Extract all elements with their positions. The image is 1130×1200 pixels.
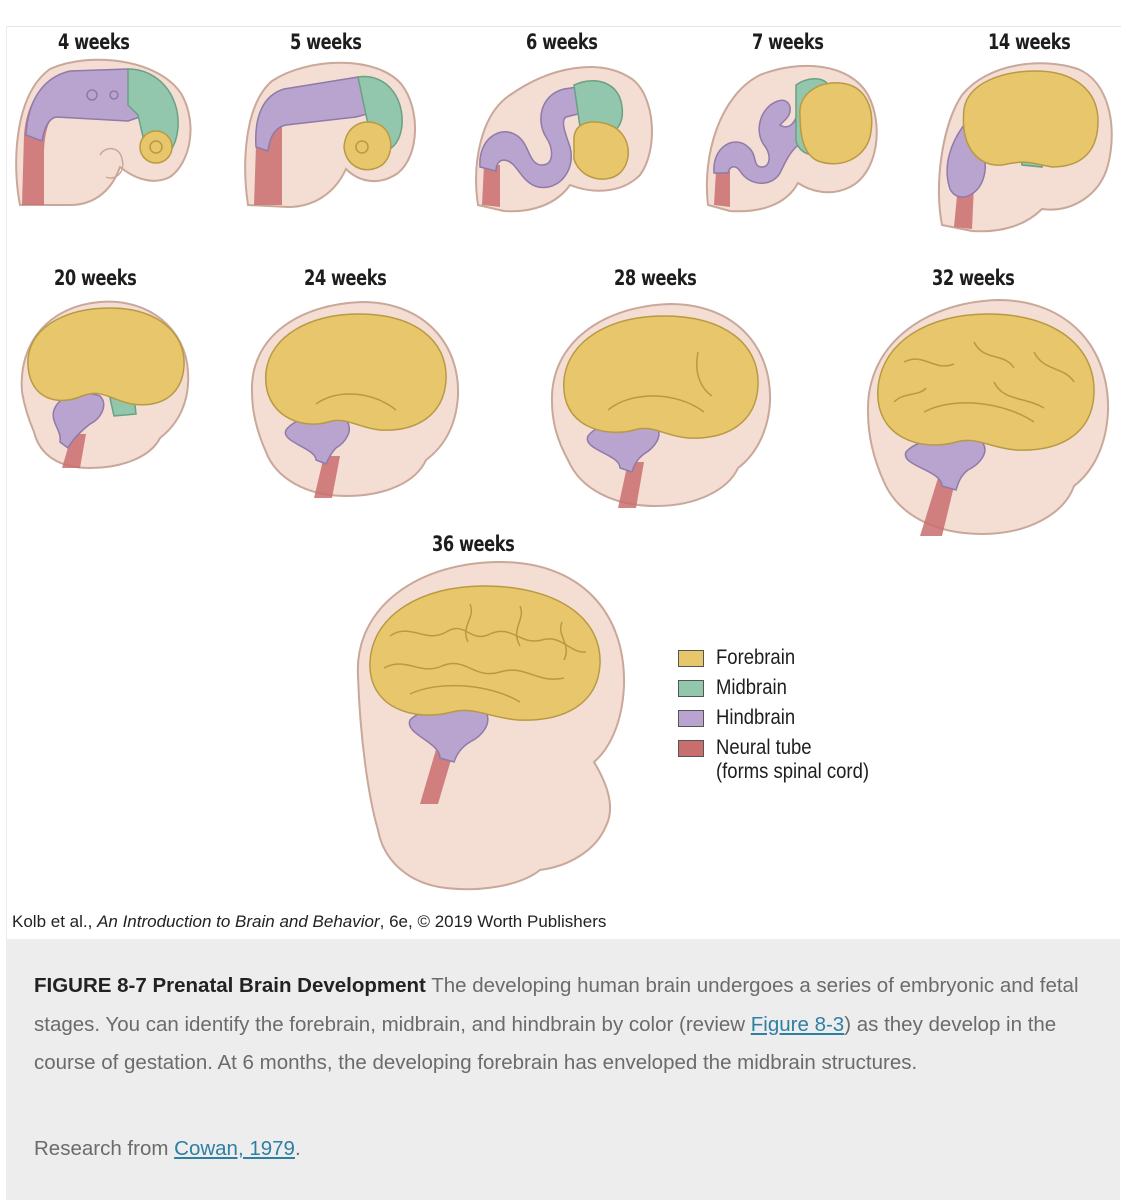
stage-label-4-weeks: 4 weeks xyxy=(58,30,130,54)
legend-label-hindbrain: Hindbrain xyxy=(716,706,796,729)
research-suffix: . xyxy=(294,1137,301,1160)
legend-item-midbrain: Midbrain xyxy=(678,676,890,706)
research-prefix: Research from xyxy=(34,1137,175,1160)
caption-text-1: The developing human brain undergoes a s… xyxy=(34,974,1079,1036)
legend-item-hindbrain: Hindbrain xyxy=(678,706,890,736)
research-source: Research from Cowan, 1979. xyxy=(34,1137,301,1161)
figure-caption: FIGURE 8-7 Prenatal Brain Development Th… xyxy=(34,967,1094,1083)
stage-label-24-weeks: 24 weeks xyxy=(304,266,387,290)
fetus-24-weeks-illustration xyxy=(250,300,460,498)
embryo-7-weeks-illustration xyxy=(705,64,878,213)
color-legend: Forebrain Midbrain Hindbrain Neural tube… xyxy=(678,646,890,796)
stage-label-36-weeks: 36 weeks xyxy=(432,532,515,556)
legend-label-neural-tube: Neural tube xyxy=(716,736,812,759)
figure-title: FIGURE 8-7 Prenatal Brain Development xyxy=(34,974,426,997)
fetus-32-weeks-illustration xyxy=(866,298,1110,536)
caption-text-2: ) as they develop in the course of gesta… xyxy=(34,1012,1057,1075)
fetus-36-weeks-illustration xyxy=(356,560,626,891)
neural-tube-swatch xyxy=(678,740,704,757)
credit-authors: Kolb et al., xyxy=(12,912,98,931)
stage-label-28-weeks: 28 weeks xyxy=(614,266,697,290)
embryo-4-weeks-illustration xyxy=(15,58,192,206)
figure-credit: Kolb et al., An Introduction to Brain an… xyxy=(12,912,606,932)
legend-item-forebrain: Forebrain xyxy=(678,646,890,676)
fetus-20-weeks-illustration xyxy=(20,300,190,470)
legend-item-neural-tube: Neural tube (forms spinal cord) xyxy=(678,736,890,796)
legend-label-forebrain: Forebrain xyxy=(716,646,796,669)
legend-label-midbrain: Midbrain xyxy=(716,676,787,699)
stage-label-20-weeks: 20 weeks xyxy=(54,266,137,290)
figure-8-3-link[interactable]: Figure 8-3 xyxy=(750,1012,845,1036)
fetus-28-weeks-illustration xyxy=(550,302,772,508)
hindbrain-swatch xyxy=(678,710,704,727)
stage-label-32-weeks: 32 weeks xyxy=(932,266,1015,290)
legend-label-neural-tube-group: Neural tube (forms spinal cord) xyxy=(716,736,869,784)
embryo-5-weeks-illustration xyxy=(244,61,417,209)
stage-label-6-weeks: 6 weeks xyxy=(526,30,598,54)
fetus-14-weeks-illustration xyxy=(937,62,1113,233)
stage-label-14-weeks: 14 weeks xyxy=(988,30,1071,54)
credit-book-title: An Introduction to Brain and Behavior xyxy=(97,912,380,931)
caption-box: FIGURE 8-7 Prenatal Brain Development Th… xyxy=(6,939,1120,1200)
midbrain-swatch xyxy=(678,680,704,697)
embryo-6-weeks-illustration xyxy=(475,66,653,213)
credit-rest: , 6e, © 2019 Worth Publishers xyxy=(379,912,607,931)
legend-label-neural-tube-note: (forms spinal cord) xyxy=(716,760,870,783)
cowan-1979-link[interactable]: Cowan, 1979 xyxy=(174,1137,295,1160)
stage-label-5-weeks: 5 weeks xyxy=(290,30,362,54)
stage-label-7-weeks: 7 weeks xyxy=(752,30,824,54)
forebrain-swatch xyxy=(678,650,704,667)
